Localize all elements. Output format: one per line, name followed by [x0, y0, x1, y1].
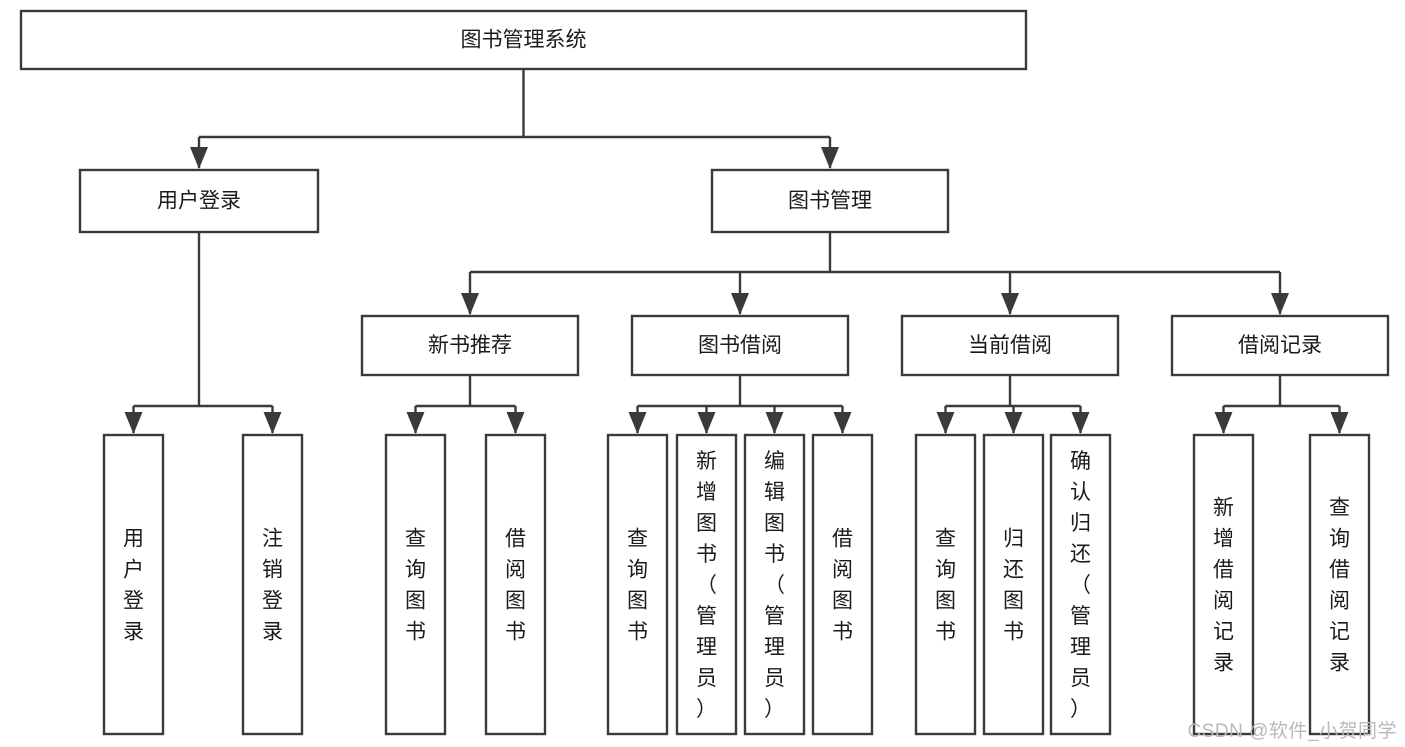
node-box-root: [19, 9, 1028, 71]
arrow-head-icon: [124, 412, 143, 434]
node-leaf-borrow-book[interactable]: 借阅图书: [811, 433, 874, 736]
node-box-user-login: [78, 168, 320, 234]
node-label-root: 图书管理系统: [461, 29, 587, 52]
node-leaf-user-login[interactable]: 用户登录: [102, 433, 165, 736]
arrow-head-icon: [1271, 293, 1289, 315]
node-label-leaf-query-book-recommend: 查询图书: [405, 528, 426, 644]
node-new-book-recommend[interactable]: 新书推荐: [360, 314, 580, 377]
node-leaf-query-borrow-record[interactable]: 查询借阅记录: [1308, 433, 1371, 736]
node-leaf-confirm-return[interactable]: 确认归还（管理员）: [1049, 433, 1112, 736]
node-label-leaf-borrow-book-recommend: 借阅图书: [505, 528, 526, 644]
node-box-borrow-record: [1170, 314, 1390, 377]
arrow-head-icon: [697, 412, 716, 434]
node-box-leaf-query-book-current: [914, 433, 977, 736]
node-label-user-login: 用户登录: [157, 190, 241, 213]
node-label-borrow-record: 借阅记录: [1238, 334, 1322, 357]
node-leaf-logout-login[interactable]: 注销登录: [241, 433, 304, 736]
node-label-leaf-logout-login: 注销登录: [262, 528, 283, 644]
node-box-new-book-recommend: [360, 314, 580, 377]
node-box-leaf-logout-login: [241, 433, 304, 736]
node-label-book-management: 图书管理: [788, 190, 872, 213]
node-label-leaf-query-book-current: 查询图书: [935, 528, 956, 644]
node-leaf-query-book-borrow[interactable]: 查询图书: [606, 433, 669, 736]
node-label-book-borrow: 图书借阅: [698, 334, 782, 357]
node-box-leaf-user-login: [102, 433, 165, 736]
node-box-leaf-confirm-return: [1049, 433, 1112, 736]
node-leaf-add-book[interactable]: 新增图书（管理员）: [675, 433, 738, 736]
node-leaf-add-borrow-record[interactable]: 新增借阅记录: [1192, 433, 1255, 736]
node-leaf-query-book-recommend[interactable]: 查询图书: [384, 433, 447, 736]
node-label-leaf-edit-book: 编辑图书（管理员）: [764, 450, 785, 721]
arrow-head-icon: [821, 147, 839, 169]
node-box-leaf-query-book-recommend: [384, 433, 447, 736]
node-label-leaf-borrow-book: 借阅图书: [832, 528, 853, 644]
node-label-leaf-query-book-borrow: 查询图书: [627, 528, 648, 644]
node-user-login[interactable]: 用户登录: [78, 168, 320, 234]
node-box-leaf-borrow-book-recommend: [484, 433, 547, 736]
arrow-head-icon: [1071, 412, 1090, 434]
arrow-head-icon: [461, 293, 479, 315]
nodes-layer: 图书管理系统用户登录图书管理新书推荐图书借阅当前借阅借阅记录用户登录注销登录查询…: [19, 9, 1390, 736]
node-label-leaf-add-borrow-record: 新增借阅记录: [1213, 497, 1234, 675]
node-leaf-borrow-book-recommend[interactable]: 借阅图书: [484, 433, 547, 736]
node-borrow-record[interactable]: 借阅记录: [1170, 314, 1390, 377]
arrow-head-icon: [731, 293, 749, 315]
node-root[interactable]: 图书管理系统: [19, 9, 1028, 71]
node-box-leaf-query-borrow-record: [1308, 433, 1371, 736]
node-current-borrow[interactable]: 当前借阅: [900, 314, 1120, 377]
node-leaf-edit-book[interactable]: 编辑图书（管理员）: [743, 433, 806, 736]
arrow-head-icon: [628, 412, 647, 434]
arrow-head-icon: [263, 412, 282, 434]
node-label-leaf-add-book: 新增图书（管理员）: [696, 450, 717, 721]
arrow-head-icon: [1330, 412, 1349, 434]
node-label-leaf-return-book: 归还图书: [1003, 528, 1024, 644]
arrow-head-icon: [936, 412, 955, 434]
node-box-leaf-query-book-borrow: [606, 433, 669, 736]
node-box-book-borrow: [630, 314, 850, 377]
node-label-current-borrow: 当前借阅: [968, 334, 1052, 357]
arrow-head-icon: [406, 412, 425, 434]
node-book-management[interactable]: 图书管理: [710, 168, 950, 234]
node-box-book-management: [710, 168, 950, 234]
node-label-leaf-query-borrow-record: 查询借阅记录: [1329, 497, 1350, 675]
arrow-head-icon: [833, 412, 852, 434]
node-book-borrow[interactable]: 图书借阅: [630, 314, 850, 377]
arrow-head-icon: [506, 412, 525, 434]
arrow-head-icon: [765, 412, 784, 434]
node-leaf-query-book-current[interactable]: 查询图书: [914, 433, 977, 736]
node-label-leaf-user-login: 用户登录: [123, 528, 144, 644]
arrow-head-icon: [190, 147, 208, 169]
connectors-layer: [124, 69, 1349, 434]
node-box-leaf-edit-book: [743, 433, 806, 736]
node-box-leaf-return-book: [982, 433, 1045, 736]
arrow-head-icon: [1001, 293, 1019, 315]
node-box-leaf-borrow-book: [811, 433, 874, 736]
arrow-head-icon: [1214, 412, 1233, 434]
arrow-head-icon: [1004, 412, 1023, 434]
node-label-new-book-recommend: 新书推荐: [428, 334, 512, 357]
node-box-current-borrow: [900, 314, 1120, 377]
node-box-leaf-add-borrow-record: [1192, 433, 1255, 736]
node-label-leaf-confirm-return: 确认归还（管理员）: [1070, 450, 1091, 721]
node-box-leaf-add-book: [675, 433, 738, 736]
node-leaf-return-book[interactable]: 归还图书: [982, 433, 1045, 736]
